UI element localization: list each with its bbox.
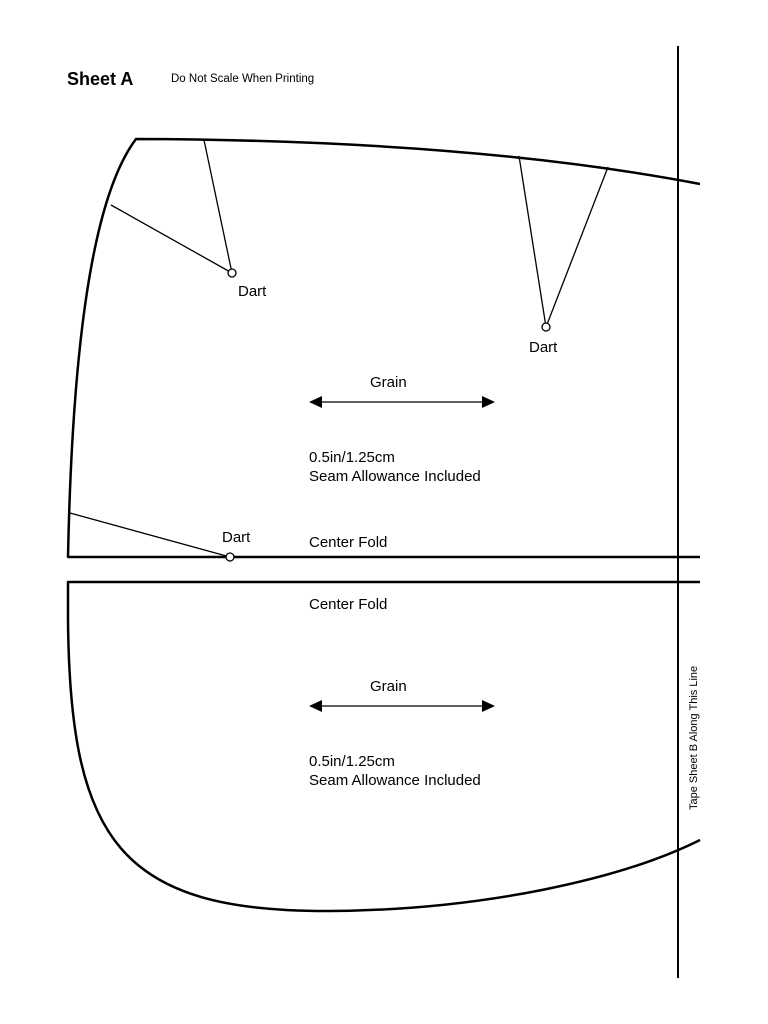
dart-label: Dart (529, 339, 558, 356)
seam-allowance-size: 0.5in/1.25cm (309, 449, 395, 466)
sheet-title: Sheet A (67, 69, 133, 89)
upper-pattern-piece: Dart Dart Dart Grain 0.5in/1.25cm Seam A… (66, 137, 701, 562)
print-note: Do Not Scale When Printing (171, 73, 314, 85)
upper-piece-outline (66, 137, 701, 559)
lower-piece-outline (66, 580, 701, 913)
grain-label: Grain (370, 374, 407, 391)
dart-leg (110, 204, 233, 274)
dart-label: Dart (222, 529, 251, 546)
tape-line-label: Tape Sheet B Along This Line (688, 666, 700, 810)
dart-point-marker (541, 322, 551, 332)
dart-leg (545, 166, 609, 328)
arrow-left-icon (309, 396, 322, 408)
grain-line-lower: Grain (309, 678, 495, 712)
dart-top-left: Dart (110, 139, 267, 300)
center-fold-label: Center Fold (309, 596, 387, 613)
arrow-right-icon (482, 396, 495, 408)
arrow-left-icon (309, 700, 322, 712)
dart-leg (203, 139, 233, 274)
lower-pattern-piece: Center Fold Grain 0.5in/1.25cm Seam Allo… (66, 580, 701, 913)
dart-top-right: Dart (518, 155, 609, 356)
center-fold-label: Center Fold (309, 534, 387, 551)
dart-point-marker (225, 552, 235, 562)
dart-label: Dart (238, 283, 267, 300)
arrow-right-icon (482, 700, 495, 712)
dart-leg (69, 512, 231, 558)
dart-bottom-left: Dart (69, 512, 251, 562)
dart-leg (518, 155, 547, 328)
dart-point-marker (227, 268, 237, 278)
seam-allowance-size: 0.5in/1.25cm (309, 753, 395, 770)
grain-label: Grain (370, 678, 407, 695)
grain-line-upper: Grain (309, 374, 495, 408)
seam-allowance-note: Seam Allowance Included (309, 772, 481, 789)
seam-allowance-note: Seam Allowance Included (309, 468, 481, 485)
